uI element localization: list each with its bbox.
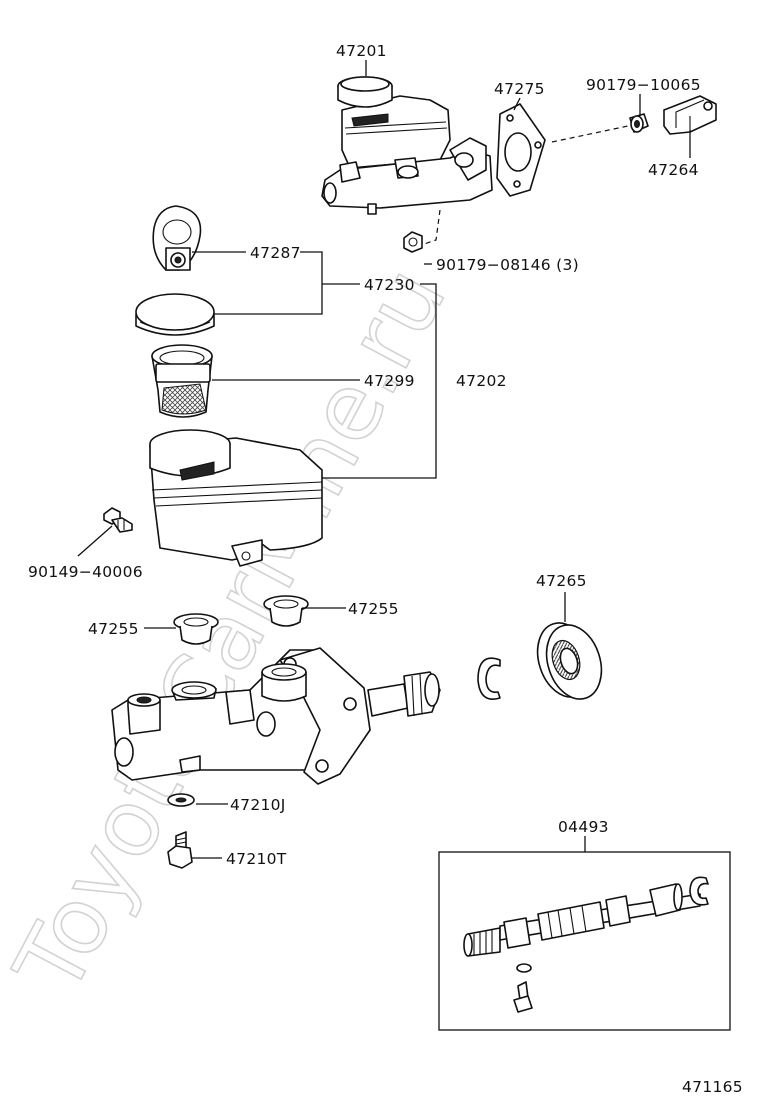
dashed-line-bracket: [551, 125, 629, 143]
diagram-id: 471165: [682, 1078, 743, 1096]
nut-90179-10065: [629, 113, 649, 133]
label-90179-08146: 90179−08146 (3): [436, 256, 579, 274]
part-labels: 47201 47275 90179−10065 47264 47287 9017…: [28, 42, 743, 1096]
reservoir-cap: [135, 293, 215, 336]
gasket-47275: [496, 103, 546, 197]
label-47255-right: 47255: [348, 600, 399, 618]
label-47275: 47275: [494, 80, 545, 98]
snap-ring: [477, 657, 501, 700]
label-47201: 47201: [336, 42, 387, 60]
screw-90149-40006: [103, 507, 133, 533]
plug-47210t: [167, 831, 193, 869]
strainer-47299: [151, 344, 213, 418]
label-47299: 47299: [364, 372, 415, 390]
label-90179-10065: 90179−10065: [586, 76, 701, 94]
bolt-90179-08146: [403, 231, 423, 253]
label-47210t: 47210T: [226, 850, 287, 868]
grommet-47255-left: [173, 613, 219, 645]
piston-assembly: [463, 876, 709, 1013]
label-04493: 04493: [558, 818, 609, 836]
label-47265: 47265: [536, 572, 587, 590]
watermark: ToyotaCarMine.ru: [0, 250, 467, 1011]
assembled-master-cylinder: [321, 76, 493, 215]
master-cylinder-body: [111, 647, 441, 785]
grommet-47255-right: [263, 595, 309, 627]
label-47210j: 47210J: [230, 796, 286, 814]
dashed-line-bolt: [423, 209, 441, 245]
clip-ring-47287: [152, 205, 202, 271]
label-47230: 47230: [364, 276, 415, 294]
reservoir-tank-47202: [149, 429, 323, 567]
label-47202: 47202: [456, 372, 507, 390]
label-47287: 47287: [250, 244, 301, 262]
bracket-47264: [663, 95, 717, 135]
label-47264: 47264: [648, 161, 699, 179]
seal-47265: [536, 622, 603, 700]
gasket-47210j: [167, 793, 195, 807]
label-47255-left: 47255: [88, 620, 139, 638]
leader-lines: [77, 60, 691, 859]
label-90149-40006: 90149−40006: [28, 563, 143, 581]
